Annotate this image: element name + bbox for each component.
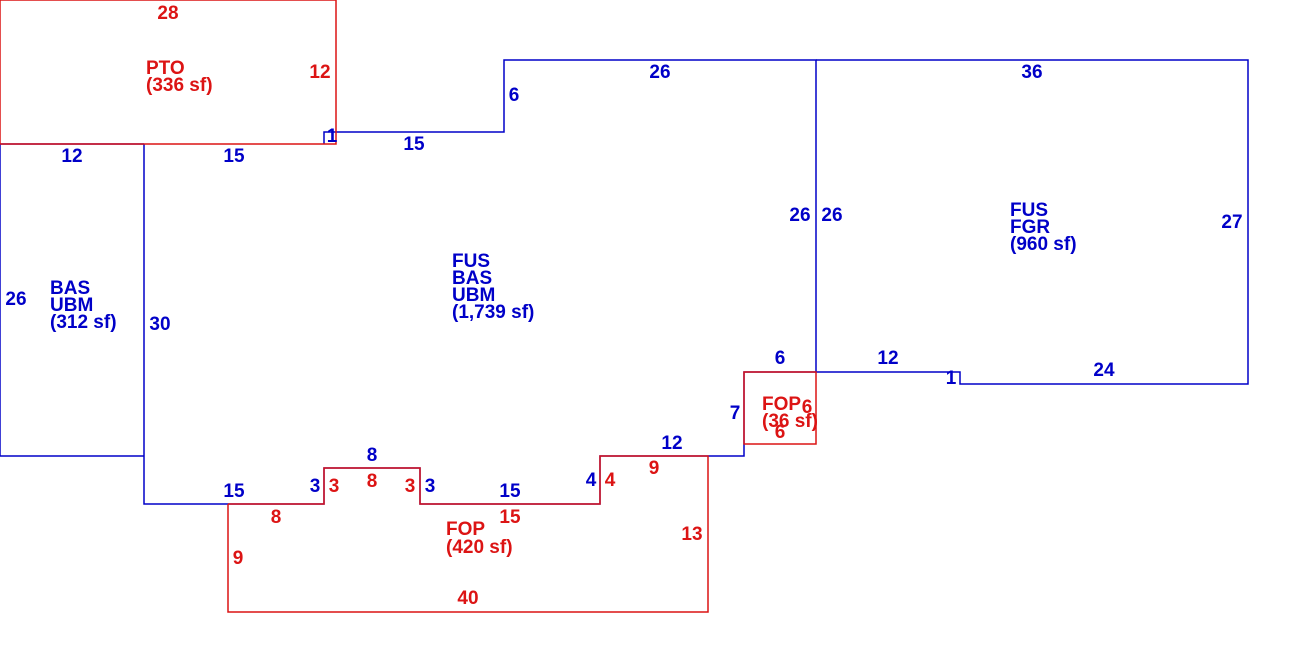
dim-label: 1 xyxy=(946,368,957,389)
dimension-labels: 28 12 12 26 30 15 1 15 6 26 26 15 3 8 3 … xyxy=(5,3,1242,609)
fop-small-code-label: FOP xyxy=(762,394,801,415)
dim-label: 13 xyxy=(681,524,702,545)
dim-label: 3 xyxy=(329,476,340,497)
fop-small-outline xyxy=(743,371,817,445)
main-code-3: UBM xyxy=(452,285,495,306)
dim-label: 26 xyxy=(821,205,842,226)
dim-label: 12 xyxy=(61,146,82,167)
dim-label: 1 xyxy=(327,126,338,147)
pto-code-label: PTO xyxy=(146,58,185,79)
main-area-label: (1,739 sf) xyxy=(452,302,534,323)
dim-label: 12 xyxy=(877,348,898,369)
fus-fgr-outline xyxy=(816,59,1249,385)
main-code-2: BAS xyxy=(452,268,492,289)
dim-label: 15 xyxy=(223,481,245,502)
bas-ubm-code-1: BAS xyxy=(50,278,90,299)
pto-area-label: (336 sf) xyxy=(146,75,213,96)
dim-label: 6 xyxy=(775,348,786,369)
dim-label: 26 xyxy=(649,62,670,83)
dim-label: 3 xyxy=(425,476,436,497)
dim-label: 28 xyxy=(157,3,178,24)
dim-label: 36 xyxy=(1021,62,1042,83)
dim-label: 40 xyxy=(457,588,478,609)
fgr-area-label: (960 sf) xyxy=(1010,234,1077,255)
fop-large-outline xyxy=(227,455,709,613)
fop-small-area-label: (36 sf) xyxy=(762,411,818,432)
dim-label: 15 xyxy=(499,481,521,502)
dim-label: 8 xyxy=(367,471,378,492)
dim-label: 15 xyxy=(403,134,425,155)
dim-label: 7 xyxy=(730,403,741,424)
fgr-code-1: FUS xyxy=(1010,200,1048,221)
dim-label: 26 xyxy=(789,205,810,226)
dim-label: 4 xyxy=(586,470,597,491)
dim-label: 15 xyxy=(223,146,245,167)
fgr-code-2: FGR xyxy=(1010,217,1050,238)
bas-ubm-code-2: UBM xyxy=(50,295,93,316)
area-labels: PTO (336 sf) BAS UBM (312 sf) FUS BAS UB… xyxy=(50,58,1077,558)
dim-label: 3 xyxy=(310,476,321,497)
dim-label: 6 xyxy=(509,85,520,106)
dim-label: 24 xyxy=(1093,360,1115,381)
dim-label: 3 xyxy=(405,476,416,497)
dim-label: 9 xyxy=(649,458,660,479)
dim-label: 8 xyxy=(271,507,282,528)
main-code-1: FUS xyxy=(452,251,490,272)
pto-outline xyxy=(0,0,337,145)
dim-label: 27 xyxy=(1221,212,1242,233)
fop-large-code-label: FOP xyxy=(446,519,485,540)
red-outlines xyxy=(0,0,817,613)
dim-label: 12 xyxy=(309,62,330,83)
dim-label: 6 xyxy=(802,397,813,418)
dim-label: 26 xyxy=(5,289,26,310)
dim-label: 15 xyxy=(499,507,521,528)
bas-ubm-area-label: (312 sf) xyxy=(50,312,117,333)
dim-label: 8 xyxy=(367,445,378,466)
fop-large-area-label: (420 sf) xyxy=(446,537,513,558)
dim-label: 9 xyxy=(233,548,244,569)
main-body-outline xyxy=(143,144,816,505)
blue-outlines xyxy=(0,59,1249,505)
dim-label: 12 xyxy=(661,433,682,454)
main-top-step-outline xyxy=(323,59,817,372)
dim-label: 6 xyxy=(775,422,786,443)
dim-label: 4 xyxy=(605,470,616,491)
dim-label: 30 xyxy=(149,314,170,335)
